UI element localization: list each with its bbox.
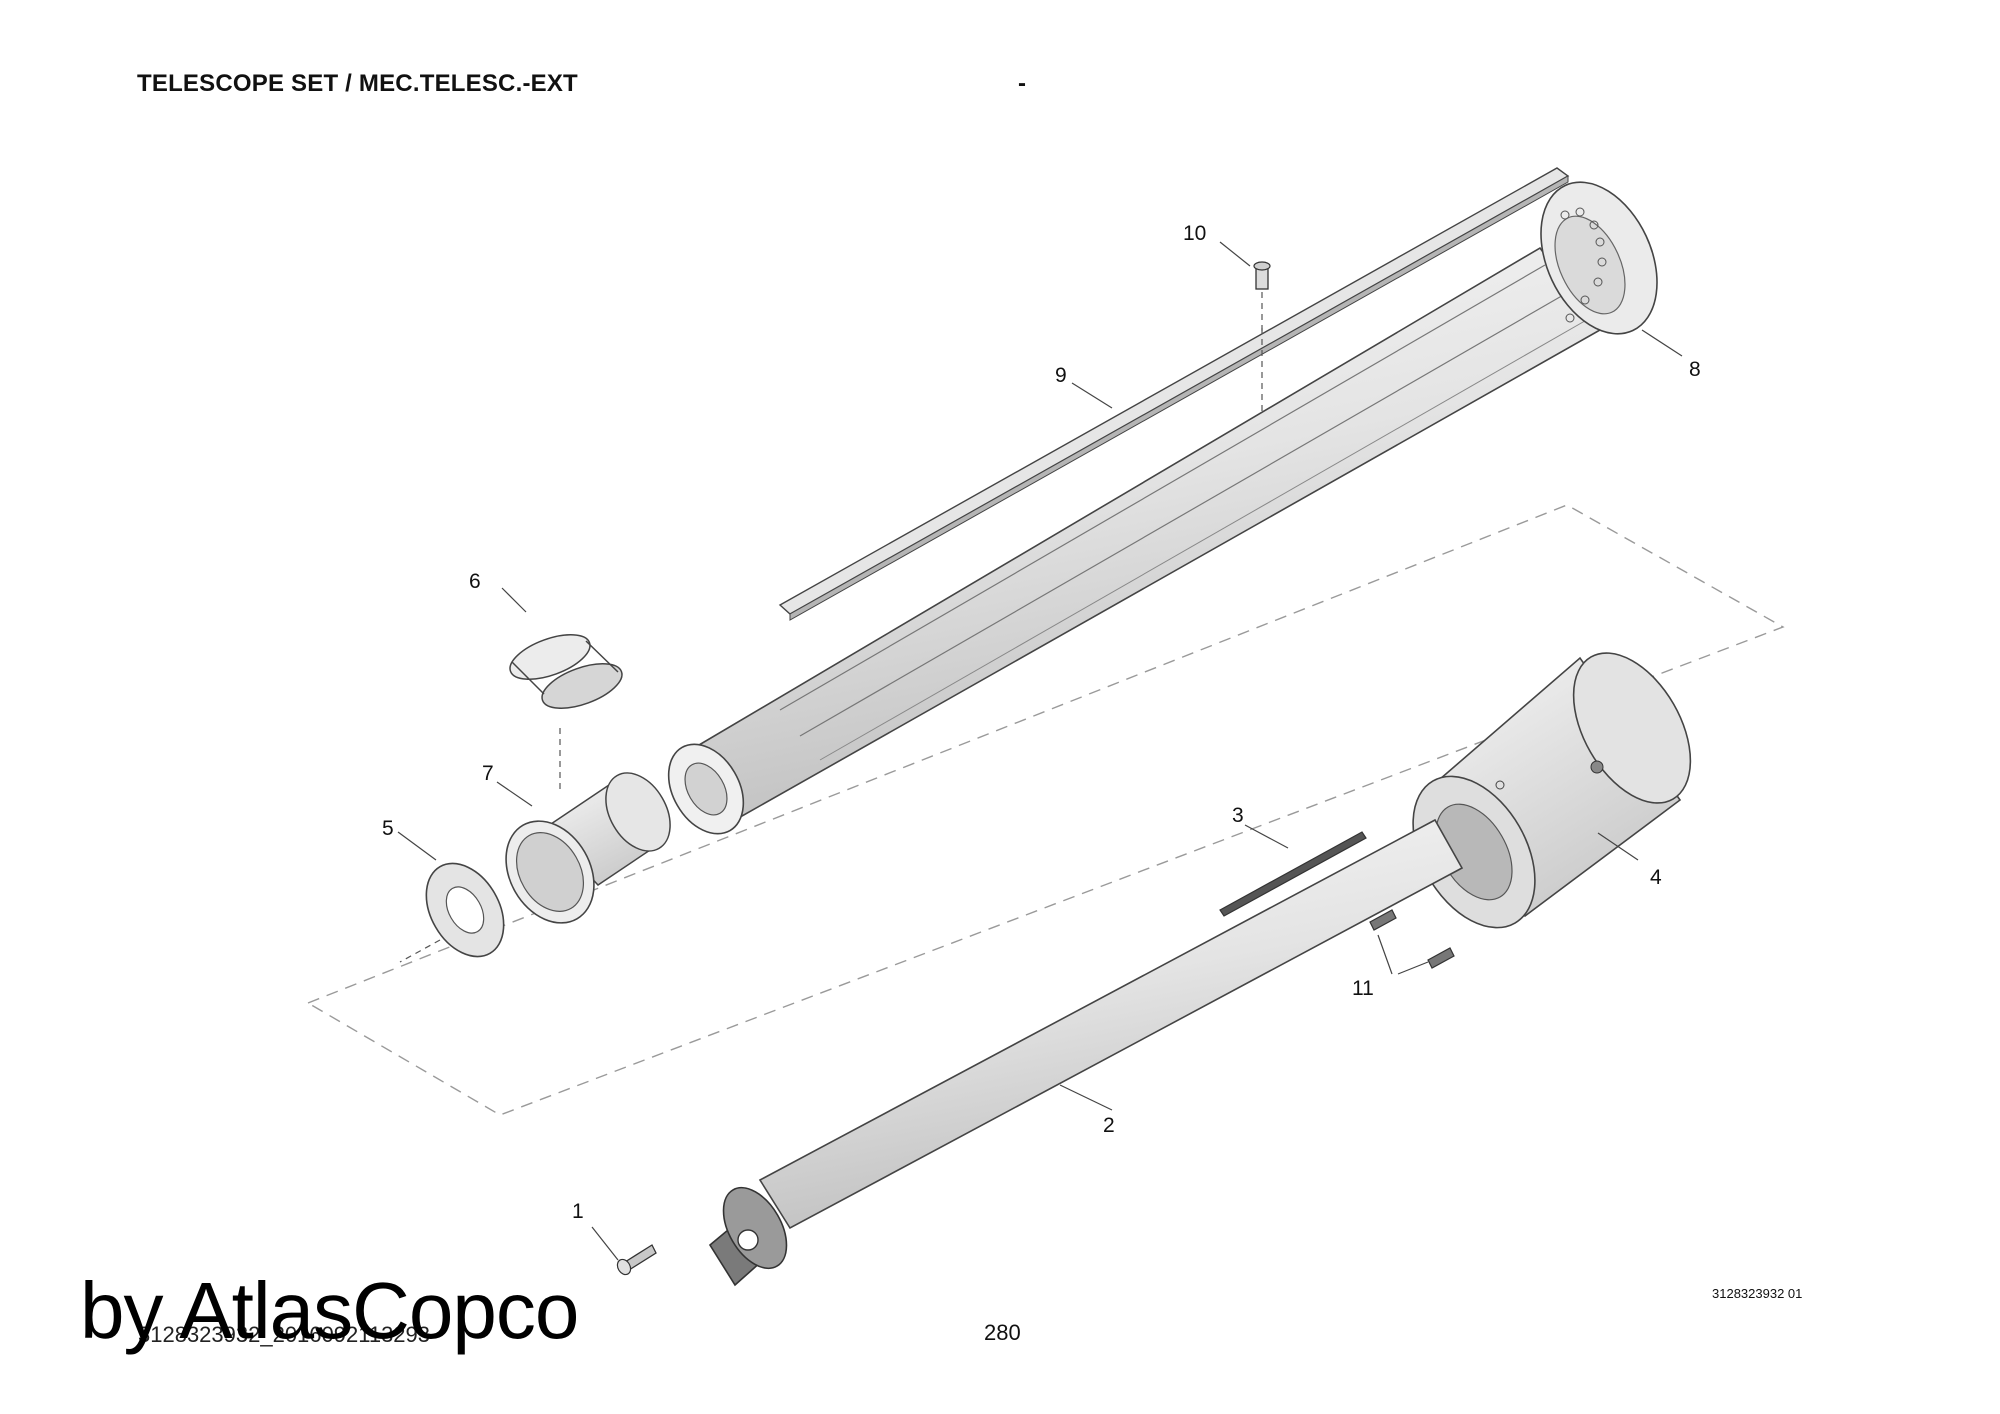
callout-1: 1 bbox=[572, 1200, 584, 1223]
part-6-ring bbox=[509, 634, 623, 792]
part-1-bolt bbox=[616, 1244, 657, 1276]
callout-6: 6 bbox=[469, 570, 481, 593]
part-5-washer bbox=[399, 862, 505, 963]
callout-8: 8 bbox=[1689, 358, 1701, 381]
part-3-rod bbox=[1219, 831, 1367, 917]
callout-9: 9 bbox=[1055, 364, 1067, 387]
part-2-piston-rod bbox=[708, 818, 1464, 1287]
brand-watermark: by AtlasCopco bbox=[80, 1266, 579, 1355]
subassembly-frame bbox=[306, 504, 1785, 1116]
document-reference: 3128323932 01 bbox=[1712, 1286, 1803, 1301]
callout-7: 7 bbox=[482, 762, 494, 785]
callout-2: 2 bbox=[1103, 1114, 1115, 1137]
part-8-outer-tube bbox=[667, 181, 1658, 835]
page-title: TELESCOPE SET / MEC.TELESC.-EXT bbox=[137, 70, 578, 97]
part-9-strip bbox=[778, 167, 1570, 621]
callout-5: 5 bbox=[382, 817, 394, 840]
callout-11: 11 bbox=[1352, 977, 1374, 1000]
part-11-pins bbox=[1369, 909, 1455, 969]
part-7-bushing bbox=[505, 772, 671, 924]
part-10-screw bbox=[1253, 261, 1271, 332]
leader-lines bbox=[397, 241, 1683, 1261]
callout-10: 10 bbox=[1183, 222, 1206, 245]
part-4-cylinder bbox=[1412, 652, 1692, 929]
callout-4: 4 bbox=[1650, 866, 1662, 889]
callout-3: 3 bbox=[1232, 804, 1244, 827]
header-dash: - bbox=[1018, 70, 1027, 97]
page-number: 280 bbox=[984, 1320, 1021, 1345]
file-id: 3128323932_2016092113293 bbox=[138, 1322, 431, 1347]
